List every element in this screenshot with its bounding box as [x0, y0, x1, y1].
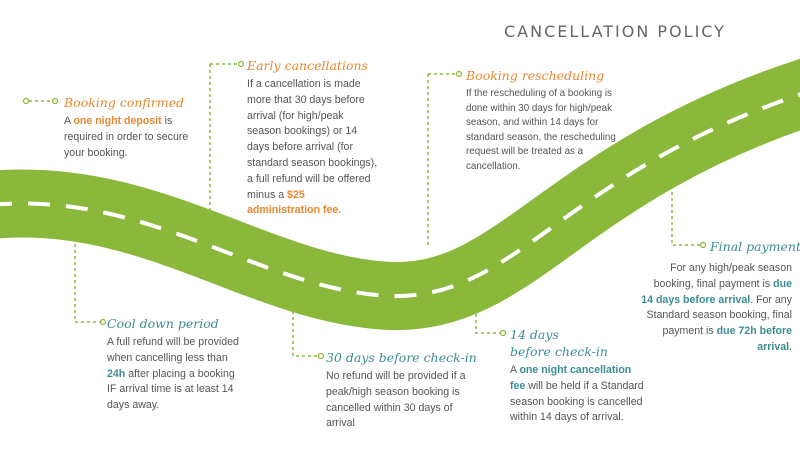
step-final-payment: Final payment For any high/peak season b… [640, 238, 800, 356]
step-body: No refund will be provided if a peak/hig… [326, 370, 466, 430]
connector-final-payment [671, 168, 700, 246]
dot-final-payment [699, 241, 707, 249]
connector-fourteen-days [475, 278, 500, 334]
text: . [789, 340, 792, 353]
dot-thirty-days [317, 352, 325, 360]
dot-cool-down [99, 318, 107, 326]
connector-dots [22, 60, 707, 360]
dot-booking-confirmed [22, 97, 30, 105]
text: A [510, 364, 520, 376]
dot-booking-rescheduling [455, 70, 463, 78]
connector-early-cancellations [209, 63, 238, 224]
step-fourteen-days: 14 days before check-in A one night canc… [510, 326, 648, 426]
text: will be held if a Standard season bookin… [510, 379, 644, 424]
highlight-admin-fee: $25 administration fee [247, 188, 339, 217]
step-title-line-2: before check-in [510, 344, 608, 359]
text: is required in order to secure your book… [64, 115, 189, 159]
step-body: For any high/peak season booking, final … [640, 261, 792, 356]
step-cool-down: Cool down period A full refund will be p… [107, 315, 242, 414]
connector-cool-down [74, 238, 100, 323]
step-early-cancellations: Early cancellations If a cancellation is… [247, 57, 379, 219]
step-booking-confirmed: Booking confirmed A one night deposit is… [64, 94, 194, 161]
connector-thirty-days [292, 305, 318, 357]
text: . For any Standard season booking, final… [646, 293, 792, 338]
connectors [29, 63, 700, 357]
highlight-deposit: one night deposit [73, 115, 162, 127]
text: after placing a booking IF arrival time … [107, 367, 235, 412]
highlight-cancellation-fee: one night cancellation fee [510, 364, 632, 392]
step-title: Cool down period [107, 316, 219, 331]
step-title: 30 days before check-in [326, 350, 477, 365]
step-title: Booking confirmed [64, 95, 184, 110]
step-title: Booking rescheduling [466, 68, 605, 83]
dot-fourteen-days [499, 329, 507, 337]
dot-booking-confirmed-end [51, 97, 59, 105]
step-body: A full refund will be provided when canc… [107, 335, 242, 414]
step-title: Final payment [710, 239, 800, 254]
step-thirty-days: 30 days before check-in No refund will b… [326, 349, 477, 432]
text: . [338, 204, 342, 217]
road-center-dashes [0, 92, 800, 299]
step-body: A one night deposit is required in order… [64, 114, 194, 161]
dot-early-cancellations [237, 60, 245, 68]
step-title: Early cancellations [247, 58, 368, 73]
step-body: If a cancellation is made more that 30 d… [247, 77, 379, 219]
text: For any high/peak season booking, final … [653, 262, 792, 290]
step-title-line-1: 14 days [510, 327, 559, 342]
highlight-due-72h: due 72h before arrival [716, 325, 792, 353]
step-body: A one night cancellation fee will be hel… [510, 363, 648, 426]
highlight-24h: 24h [107, 367, 126, 380]
connector-booking-rescheduling [427, 73, 456, 245]
text: A full refund will be provided when canc… [107, 336, 239, 364]
text: A [64, 115, 74, 127]
text: If a cancellation is made more that 30 d… [247, 78, 378, 201]
highlight-due-14-days: due 14 days before arrival [641, 277, 792, 306]
page-title: CANCELLATION POLICY [504, 22, 726, 41]
step-body: If the rescheduling of a booking is done… [466, 88, 616, 172]
step-booking-rescheduling: Booking rescheduling If the rescheduling… [466, 67, 618, 175]
